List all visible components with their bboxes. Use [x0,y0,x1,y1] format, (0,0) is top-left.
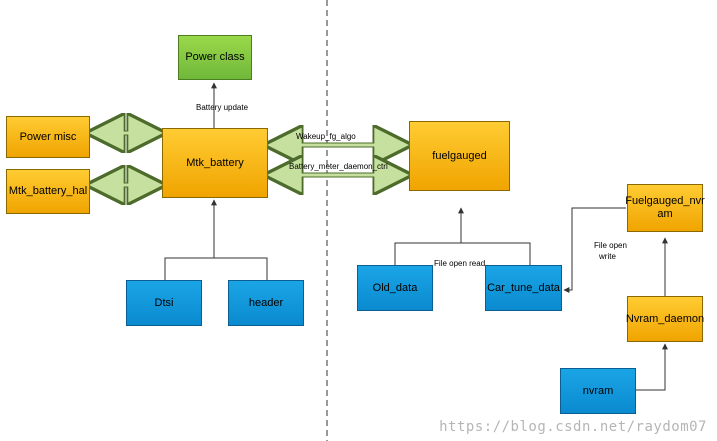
daemon-ctrl-label: Battery_meter_daemon_ctrl [289,162,388,171]
fuelgauged-nvram-label: Fuelgauged_nvr am [625,195,705,220]
mtk-battery-label: Mtk_battery [186,156,244,169]
fuelgauged-node: fuelgauged [409,121,510,191]
nvram-label: nvram [582,384,614,397]
old-data-node: Old_data [357,265,433,311]
fuelgauged-label: fuelgauged [432,149,487,162]
file-open-write-arrow [563,207,626,293]
data-connector [394,242,531,265]
wakeup-fg-algo-label: Wakeup_fg_algo [296,132,356,141]
nvram-daemon-node: Nvram_daemon [625,296,705,342]
file-open-read-label: File open read [434,259,486,268]
power-misc-node: Power misc [6,116,90,158]
power-class-label: Power class [185,51,245,63]
nvram-node: nvram [560,368,636,414]
mtk-battery-hal-label: Mtk_battery_hal [8,185,88,197]
battery-update-label: Battery update [196,103,249,112]
mtk-battery-node: Mtk_battery [162,128,268,198]
header-node: header [228,280,304,326]
car-tune-data-node: Car_tune_data [485,265,562,311]
header-label: header [248,296,284,309]
dtsi-label: Dtsi [154,296,174,309]
mtk-battery-hal-node: Mtk_battery_hal [6,169,90,214]
nvram-arrow [636,343,668,391]
dtsi-node: Dtsi [126,280,202,326]
power-misc-label: Power misc [19,130,77,143]
write-label: write [599,252,616,261]
car-tune-data-label: Car_tune_data [487,281,560,294]
old-data-label: Old_data [372,281,418,294]
dtsi-header-connector [164,257,268,280]
nvram-daemon-label: Nvram_daemon [625,312,705,325]
fuelgauged-nvram-node: Fuelgauged_nvr am [625,184,705,232]
power-class-node: Power class [178,35,252,80]
watermark-text: https://blog.csdn.net/raydom07 [439,419,707,435]
file-open-label: File open [594,241,627,250]
